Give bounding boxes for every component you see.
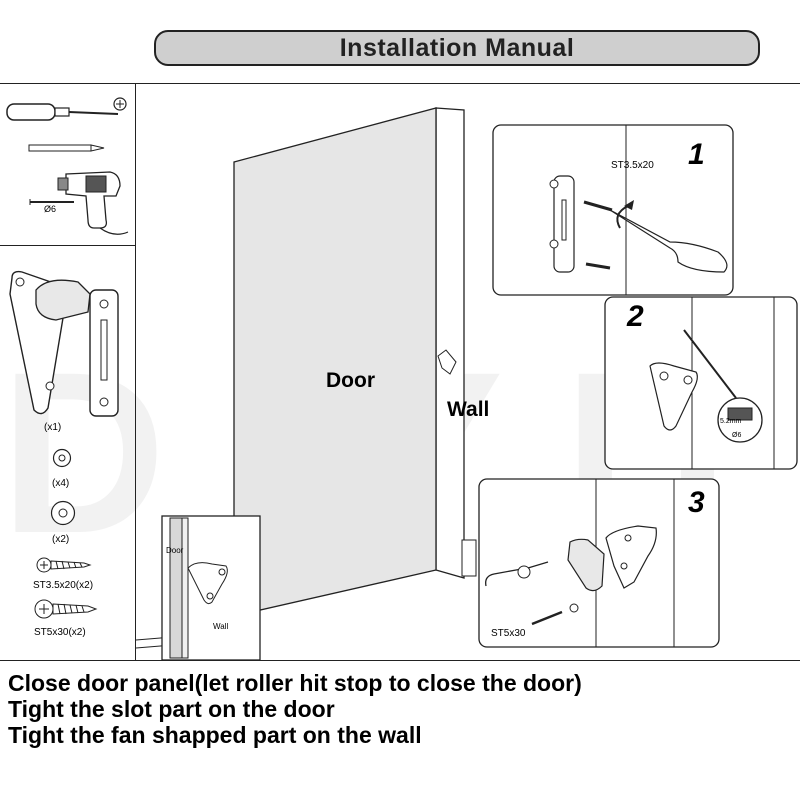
small-screw-icon — [36, 557, 92, 573]
instructions-block: Close door panel(let roller hit stop to … — [8, 670, 798, 748]
small-washer-quantity: (x4) — [52, 478, 70, 489]
pencil-icon — [28, 144, 105, 152]
door-label: Door — [326, 369, 375, 392]
step-1-panel — [492, 124, 734, 296]
step-2-bit-diameter: Ø6 — [732, 432, 742, 439]
drill-bit-label: Ø6 — [44, 204, 57, 214]
fan-bracket-icon — [9, 270, 119, 417]
wall-label: Wall — [447, 398, 490, 421]
instruction-line-1: Close door panel(let roller hit stop to … — [8, 670, 582, 696]
top-frame-line — [0, 83, 800, 84]
large-screw-label: ST5x30(x2) — [34, 627, 86, 638]
inset-wall-label: Wall — [213, 622, 229, 631]
tools-divider — [0, 245, 135, 246]
step-2-bit-label: 5.2mm — [720, 418, 742, 425]
title-banner: Installation Manual — [154, 30, 760, 66]
small-washer-icon — [52, 448, 72, 468]
step-3-number: 3 — [688, 486, 705, 519]
door-wall-scene — [135, 107, 477, 649]
step-3-panel — [478, 478, 720, 648]
large-screw-icon — [34, 599, 98, 619]
step-1-number: 1 — [688, 138, 705, 171]
bracket-quantity: (x1) — [44, 422, 62, 433]
instruction-line-3: Tight the fan shapped part on the wall — [8, 722, 422, 748]
step-1-screw-label: ST3.5x20 — [611, 160, 654, 171]
step-2-panel — [604, 296, 798, 470]
large-washer-quantity: (x2) — [52, 534, 70, 545]
screwdriver-icon — [6, 97, 127, 121]
step-2-number: 2 — [627, 300, 644, 333]
page-title: Installation Manual — [339, 33, 575, 62]
inset-detail — [161, 515, 261, 661]
instruction-line-2: Tight the slot part on the door — [8, 696, 335, 722]
drill-icon — [29, 171, 129, 235]
inset-door-label: Door — [166, 546, 184, 555]
left-column-divider — [135, 83, 136, 660]
step-3-screw-label: ST5x30 — [491, 628, 526, 639]
small-screw-label: ST3.5x20(x2) — [33, 580, 94, 591]
large-washer-icon — [50, 500, 76, 526]
bottom-frame-line — [0, 660, 800, 661]
